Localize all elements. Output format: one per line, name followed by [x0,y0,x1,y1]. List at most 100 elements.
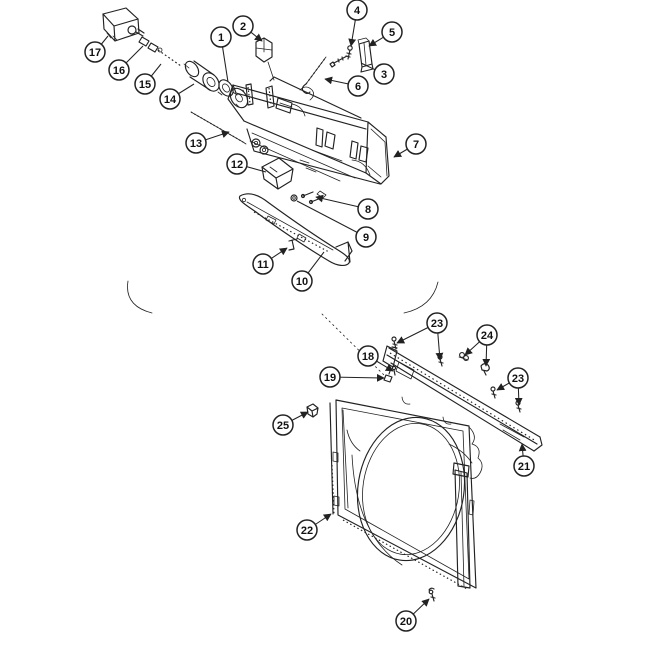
callout-25: 25 [272,411,309,436]
callout-balloon [108,59,130,81]
callout-1: 1 [210,26,232,83]
callout-9: 9 [296,200,377,248]
top-trim-rail [382,345,543,452]
spring-bracket-group [301,37,374,95]
callout-balloon [84,41,106,63]
callout-balloon [185,132,207,154]
clip-part-25 [306,403,319,418]
clutch-cam [218,79,234,97]
callout-balloon [291,270,313,292]
callout-8: 8 [315,194,379,220]
callout-11: 11 [252,247,288,275]
callout-number: 5 [389,27,395,39]
callout-23: 23 [396,312,448,361]
control-panel-outline [238,193,351,267]
callout-balloon [346,0,368,21]
callout-balloon [252,253,274,275]
panel-key-part [288,238,298,251]
callout-number: 2 [240,21,246,33]
callout-number: 16 [113,65,125,77]
callout-number: 18 [362,351,374,363]
callout-4: 4 [346,0,368,47]
callout-number: 1 [218,32,224,44]
callout-balloon [319,366,341,388]
callout-number: 6 [355,81,361,93]
callout-number: 8 [365,204,371,216]
callout-balloon [426,312,448,334]
callout-18: 18 [357,345,394,372]
callout-balloon [134,73,156,95]
callout-6: 6 [324,75,369,97]
callout-20: 20 [395,598,430,632]
nut-part [290,194,298,202]
callout-number: 25 [277,420,289,432]
callout-19: 19 [319,366,385,388]
callout-number: 13 [190,138,202,150]
bolt-part [329,61,336,68]
callout-balloon [210,26,232,48]
panel-opening [356,416,466,562]
callout-number: 22 [301,525,313,537]
screw-part-23b [490,386,496,392]
callout-number: 14 [164,94,177,106]
callout-balloon [296,519,318,541]
callout-number: 21 [518,461,530,473]
motor-body [184,60,200,78]
callout-22: 22 [296,513,332,541]
callout-balloon [272,414,294,436]
callout-number: 12 [231,159,243,171]
callout-17: 17 [84,35,109,63]
console-assembly [227,76,390,205]
callout-balloon [395,610,417,632]
callout-balloon [507,367,529,389]
callout-balloon [159,88,181,110]
callout-balloon [357,345,379,367]
connector-parts [138,36,159,53]
callout-10: 10 [291,251,325,292]
callout-number: 17 [89,47,101,59]
callout-24: 24 [464,324,498,367]
front-panel-outline [335,399,477,589]
clip-part-24 [459,352,465,358]
callout-balloon [347,75,369,97]
callout-balloon [355,226,377,248]
callout-leader-line [296,200,367,238]
callout-23: 23 [496,367,529,406]
callout-balloon [226,153,248,175]
callout-16: 16 [108,45,144,81]
callout-number: 10 [296,276,308,288]
callout-balloon [405,133,427,155]
callout-number: 3 [381,69,387,81]
console-bracket [261,157,294,190]
callout-12: 12 [226,153,267,175]
callout-number: 23 [431,318,443,330]
callout-number: 4 [354,5,361,17]
timer-motor-assembly [102,7,275,109]
callout-number: 24 [481,330,494,342]
callout-2: 2 [232,15,263,42]
screw-part-23a [391,336,397,342]
callout-balloon [381,21,403,43]
callout-layer: 1234567891011121314151617181920212223232… [84,0,535,632]
callout-balloon [373,63,395,85]
callout-number: 15 [139,79,151,91]
callout-21: 21 [513,443,535,477]
callout-balloon [476,324,498,346]
control-panel [238,193,353,267]
break-marks [127,280,439,378]
callout-number: 11 [257,259,269,271]
callout-balloon [513,455,535,477]
callout-14: 14 [159,83,195,110]
timer-shaft [190,111,247,145]
front-panel [329,396,483,590]
callout-number: 7 [413,139,419,151]
console-end-cap [365,121,390,185]
coil-part [157,49,182,67]
callout-number: 23 [512,373,524,385]
callout-5: 5 [368,21,403,47]
callout-number: 19 [324,372,336,384]
screw-part-20 [428,589,434,595]
callout-15: 15 [134,63,162,95]
